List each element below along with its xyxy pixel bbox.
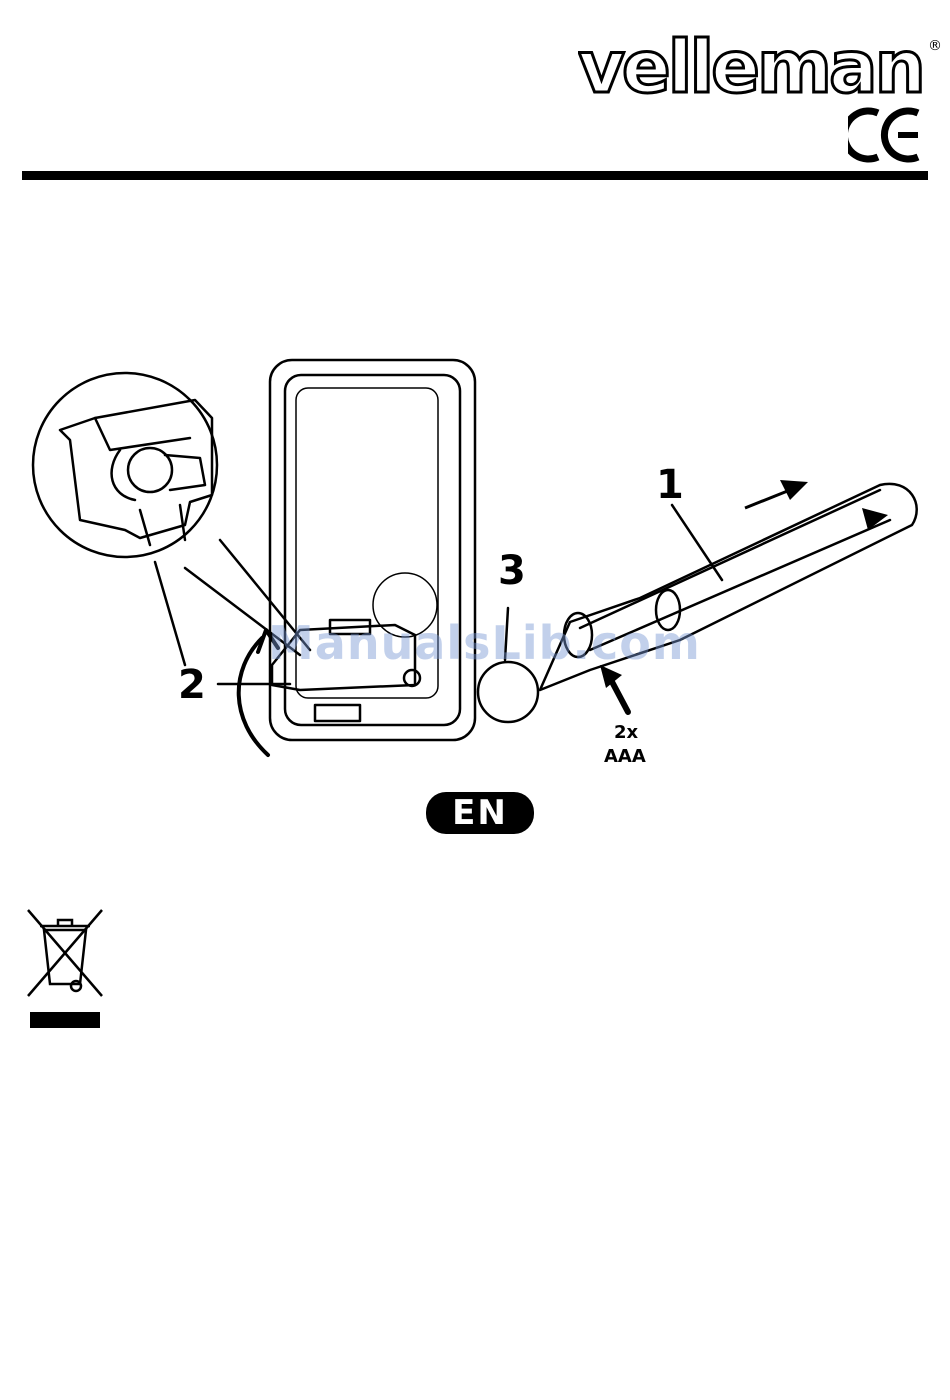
product-diagram: 1 2 3 2x AAA <box>0 340 950 790</box>
registered-mark: ® <box>928 38 942 54</box>
callout-2: 2 <box>178 662 206 708</box>
ce-mark-icon <box>848 105 928 165</box>
watermark: ManualsLib.com <box>268 616 698 676</box>
crossed-out-bin-icon <box>24 906 106 1030</box>
rotate-arrow-icon <box>239 638 268 755</box>
header-logo-area: velleman ® <box>578 30 950 170</box>
arrow-right-icon <box>745 480 808 508</box>
battery-type: AAA <box>604 746 646 767</box>
language-badge-en: EN <box>426 792 534 834</box>
callout-3: 3 <box>498 548 526 594</box>
battery-arrow-icon <box>610 678 628 712</box>
header-divider <box>22 171 928 180</box>
brand-name: velleman <box>578 30 923 109</box>
callout-1: 1 <box>656 462 684 508</box>
battery-quantity: 2x <box>614 722 639 743</box>
